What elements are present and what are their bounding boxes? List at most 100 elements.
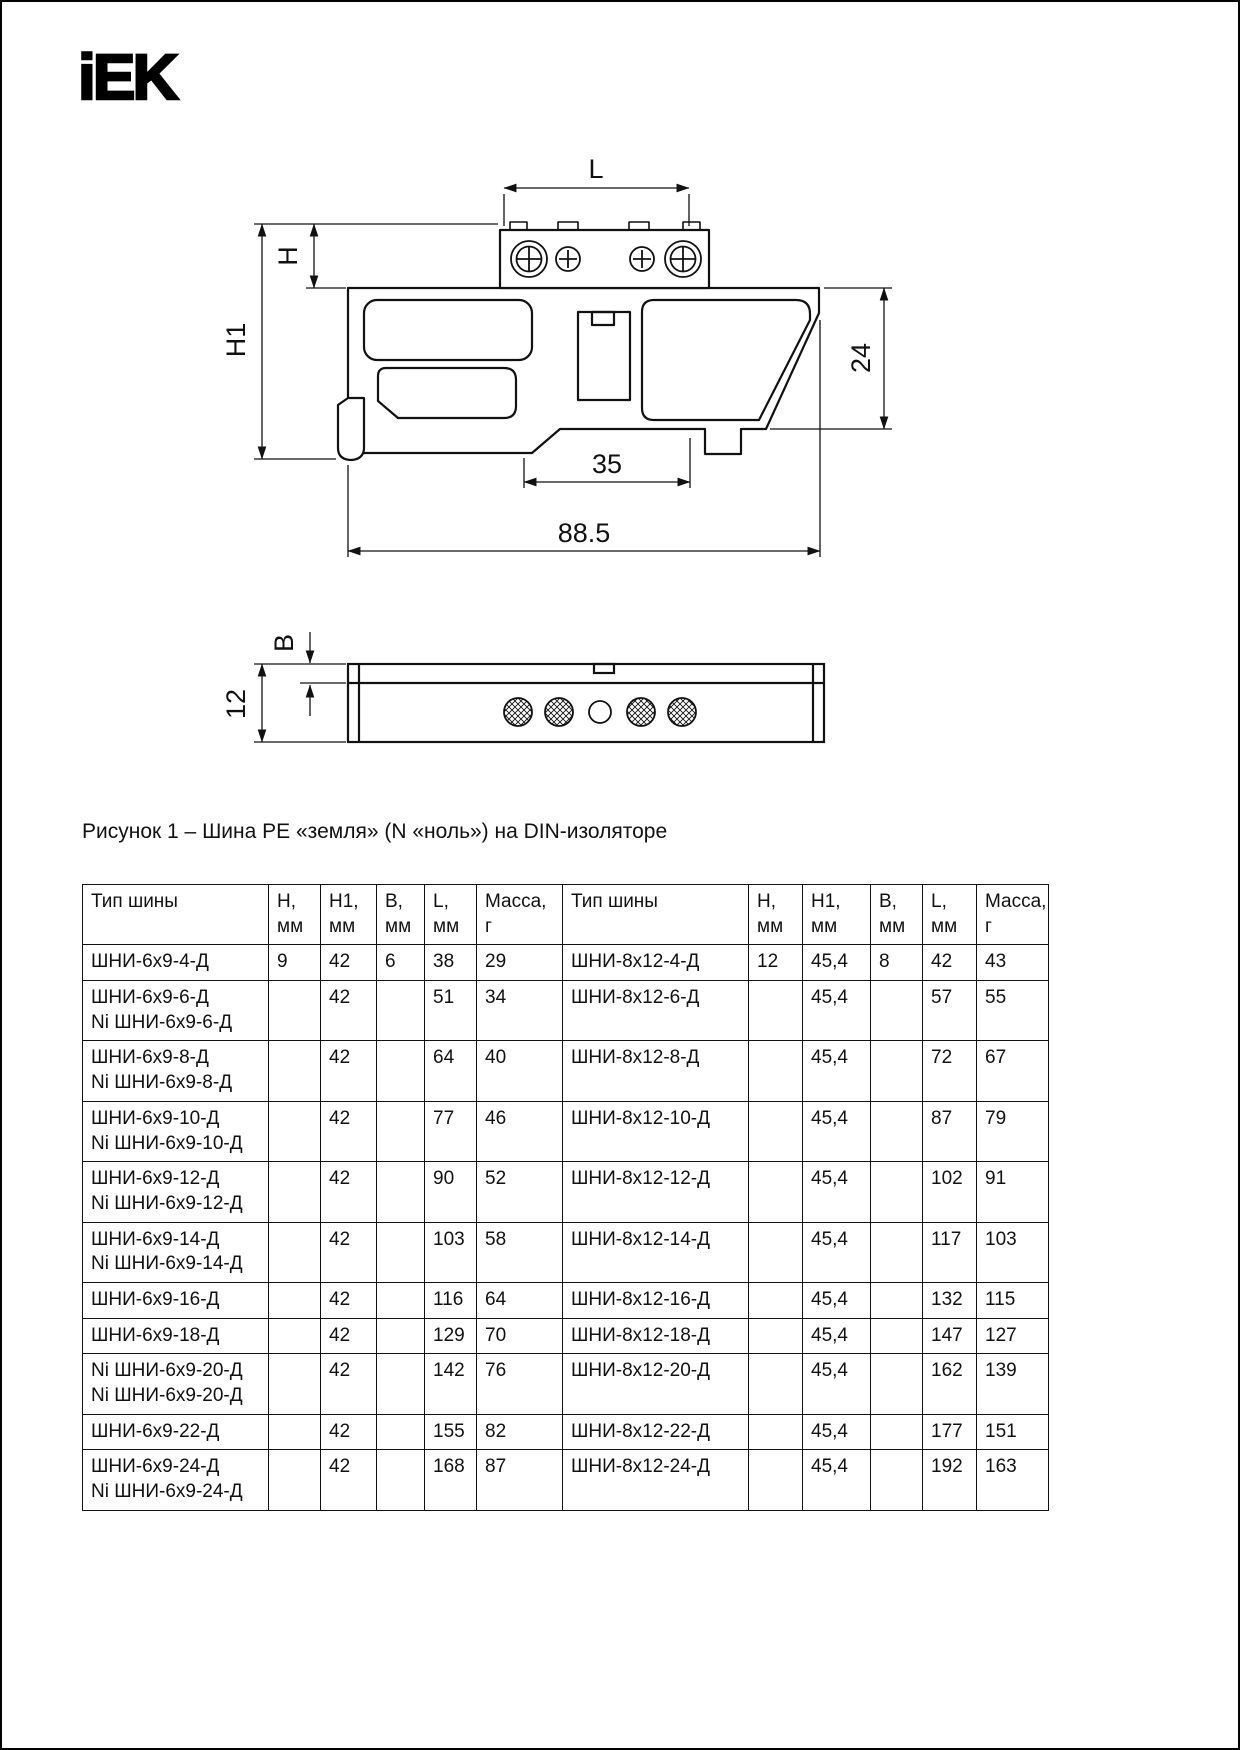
table-cell [870, 1221, 923, 1283]
table-cell: 12 [748, 944, 803, 982]
table-cell [376, 1449, 425, 1511]
table-cell: ШНИ-6х9-4-Д [82, 944, 269, 982]
table-cell [268, 1161, 321, 1223]
table-cell: ШНИ-8х12-18-Д [562, 1317, 749, 1355]
table-cell: 45,4 [802, 1161, 871, 1223]
table-cell: 42 [320, 1161, 377, 1223]
table-cell: ШНИ-6х9-24-Д Ni ШНИ-6х9-24-Д [82, 1449, 269, 1511]
table-cell [870, 1100, 923, 1163]
table-cell: ШНИ-8х12-16-Д [562, 1281, 749, 1319]
technical-drawing: L H H1 24 35 88.5 В 12 [221, 154, 892, 744]
table-cell: 45,4 [802, 1040, 871, 1102]
table-cell: ШНИ-6х9-18-Д [82, 1317, 269, 1355]
table-cell: 45,4 [802, 1100, 871, 1163]
table-cell: 132 [922, 1281, 977, 1319]
table-cell: ШНИ-8х12-14-Д [562, 1221, 749, 1283]
table-cell: 103 [424, 1221, 477, 1283]
dim-label-24: 24 [846, 343, 876, 373]
col-header-type-right: Тип шины [562, 883, 749, 946]
table-cell [376, 1040, 425, 1102]
table-cell [870, 1413, 923, 1451]
table-cell: 42 [320, 1317, 377, 1355]
table-cell [748, 1100, 803, 1163]
bottom-view [346, 662, 826, 744]
table-cell [376, 1353, 425, 1415]
table-cell: 8 [870, 944, 923, 982]
table-cell: 192 [922, 1449, 977, 1511]
table-cell: 142 [424, 1353, 477, 1415]
table-cell: ШНИ-8х12-8-Д [562, 1040, 749, 1102]
table-cell: 147 [922, 1317, 977, 1355]
din-left-hook [336, 396, 366, 462]
table-cell: 116 [424, 1281, 477, 1319]
table-cell: 42 [320, 1353, 377, 1415]
table-cell [268, 1449, 321, 1511]
table-cell: 117 [922, 1221, 977, 1283]
terminal-top-tabs [509, 221, 701, 231]
table-cell: 42 [922, 944, 977, 982]
table-cell: 6 [376, 944, 425, 982]
table-cell: 90 [424, 1161, 477, 1223]
table-cell: ШНИ-8х12-6-Д [562, 980, 749, 1042]
col-header-h1-right: H1, мм [802, 883, 871, 946]
table-cell [376, 1317, 425, 1355]
table-cell: ШНИ-6х9-10-Д Ni ШНИ-6х9-10-Д [82, 1100, 269, 1163]
dim-label-height-h1: H1 [221, 323, 251, 358]
bottom-view-screws [503, 697, 697, 727]
table-cell: Ni ШНИ-6х9-20-Д Ni ШНИ-6х9-20-Д [82, 1353, 269, 1415]
table-cell: 77 [424, 1100, 477, 1163]
col-header-l-left: L, мм [424, 883, 477, 946]
table-cell [268, 1221, 321, 1283]
table-cell [748, 1353, 803, 1415]
table-cell [376, 980, 425, 1042]
table-cell: ШНИ-6х9-12-Д Ni ШНИ-6х9-12-Д [82, 1161, 269, 1223]
table-cell: 42 [320, 1281, 377, 1319]
table-cell: 45,4 [802, 1281, 871, 1319]
table-cell [870, 1281, 923, 1319]
col-header-l-right: L, мм [922, 883, 977, 946]
table-cell: ШНИ-8х12-12-Д [562, 1161, 749, 1223]
dimension-lines [254, 183, 892, 743]
table-cell [268, 1353, 321, 1415]
table-cell: ШНИ-6х9-22-Д [82, 1413, 269, 1451]
iek-logo: iEK [77, 40, 180, 115]
table-cell [748, 1161, 803, 1223]
dimension-labels: L H H1 24 35 88.5 В 12 [221, 154, 876, 719]
table-cell: 42 [320, 944, 377, 982]
table-cell [268, 1100, 321, 1163]
bottom-view-notch [592, 662, 616, 675]
main-view [336, 221, 821, 462]
table-cell: 127 [976, 1317, 1049, 1355]
table-cell: 52 [476, 1161, 563, 1223]
table-cell [870, 980, 923, 1042]
table-cell: 162 [922, 1353, 977, 1415]
table-cell: 45,4 [802, 1353, 871, 1415]
table-cell: 46 [476, 1100, 563, 1163]
bottom-view-body [346, 662, 826, 744]
col-header-h-left: Н, мм [268, 883, 321, 946]
table-cell: ШНИ-8х12-24-Д [562, 1449, 749, 1511]
table-cell: 51 [424, 980, 477, 1042]
table-cell: 34 [476, 980, 563, 1042]
left-lower-cavity [376, 366, 518, 420]
table-cell: ШНИ-8х12-10-Д [562, 1100, 749, 1163]
table-cell: 177 [922, 1413, 977, 1451]
table-cell: 45,4 [802, 980, 871, 1042]
table-cell: 45,4 [802, 1317, 871, 1355]
col-header-h1-left: H1, мм [320, 883, 377, 946]
table-cell: 45,4 [802, 944, 871, 982]
table-cell: 45,4 [802, 1449, 871, 1511]
figure-caption: Рисунок 1 – Шина PE «земля» (N «ноль») н… [82, 820, 668, 843]
table-cell: 43 [976, 944, 1049, 982]
table-cell: 57 [922, 980, 977, 1042]
table-cell: 76 [476, 1353, 563, 1415]
table-cell: ШНИ-8х12-22-Д [562, 1413, 749, 1451]
